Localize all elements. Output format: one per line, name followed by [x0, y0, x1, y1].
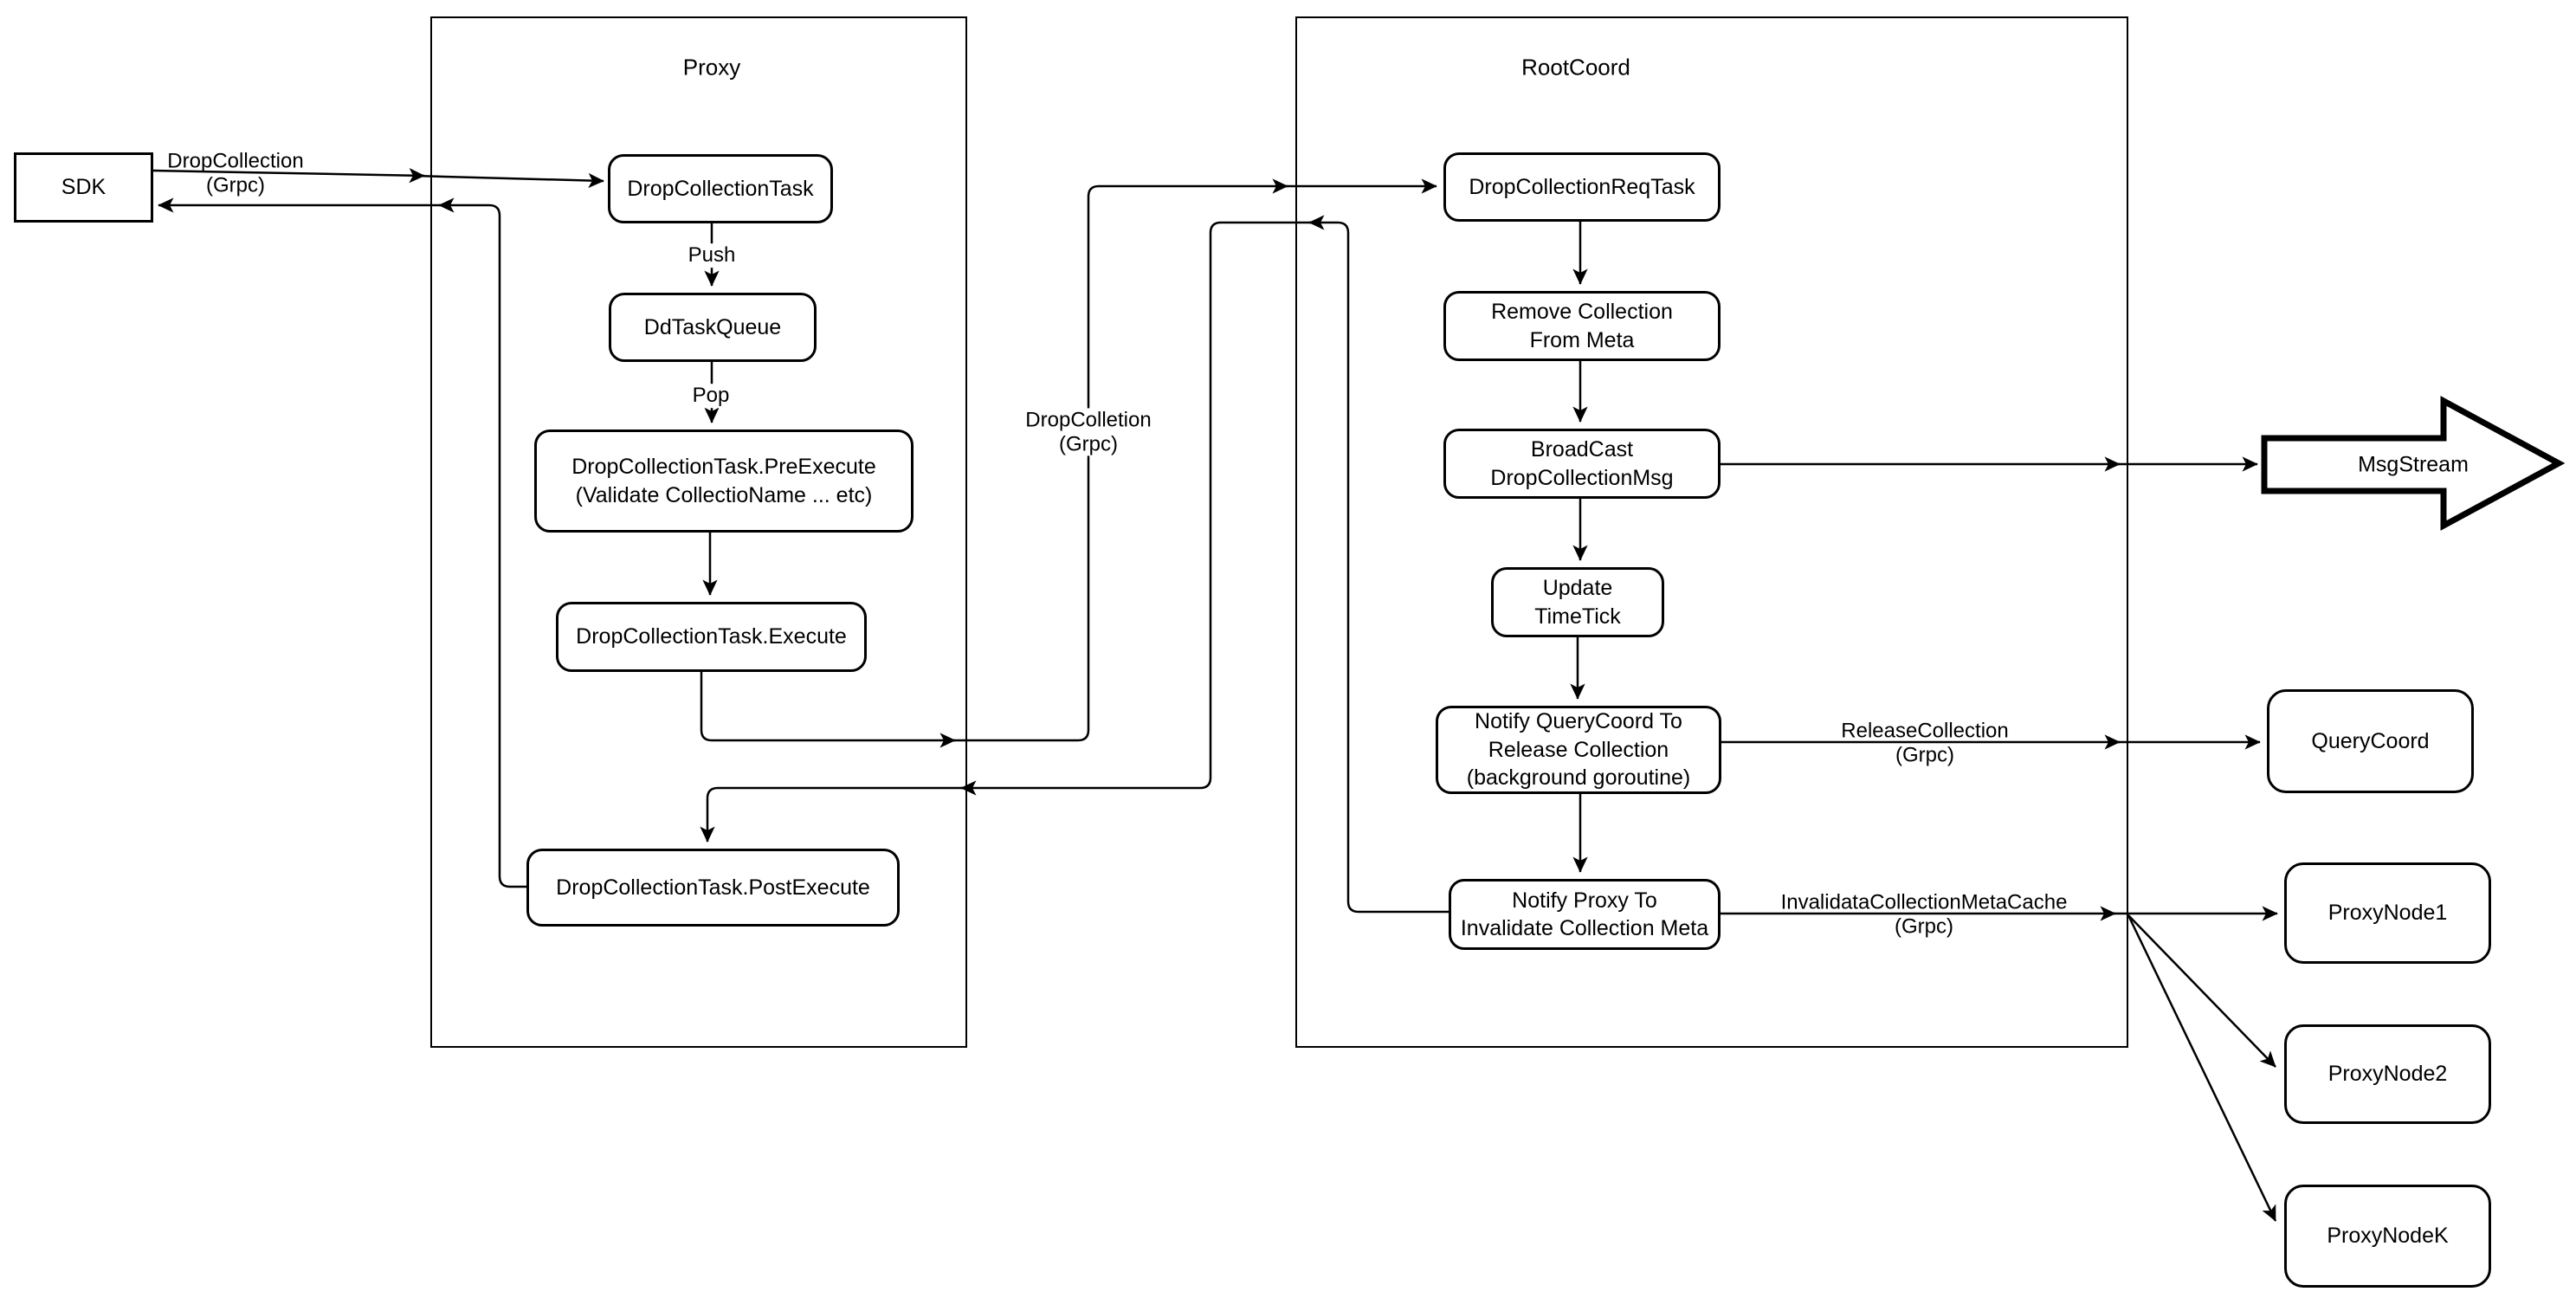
- edge-label-releasecollection-grpc: ReleaseCollection (Grpc): [1841, 719, 2009, 766]
- node-notify-querycoord: Notify QueryCoord To Release Collection …: [1436, 706, 1721, 794]
- edge-label-push: Push: [682, 243, 741, 268]
- node-pre-execute: DropCollectionTask.PreExecute (Validate …: [534, 429, 914, 533]
- node-proxynode2: ProxyNode2: [2284, 1024, 2491, 1124]
- edge-notifyproxy-to-postexec-seg3: [700, 786, 968, 843]
- node-querycoord: QueryCoord: [2267, 689, 2474, 793]
- edge-label-invalidatacollectionmetacache-grpc: InvalidataCollectionMetaCache (Grpc): [1780, 890, 2068, 938]
- node-notify-proxy: Notify Proxy To Invalidate Collection Me…: [1449, 879, 1721, 950]
- node-proxynodek: ProxyNodeK: [2284, 1185, 2491, 1288]
- edge-label-dropcollection-grpc: DropCollection (Grpc): [167, 149, 304, 197]
- node-sdk: SDK: [14, 152, 153, 223]
- proxy-container-title: Proxy: [682, 54, 741, 81]
- edge-postexec-to-sdk-seg1: [438, 197, 526, 888]
- edge-exec-to-reqtask-seg1: [700, 672, 956, 748]
- edge-label-dropcolletion-grpc: DropColletion (Grpc): [1020, 408, 1157, 456]
- node-broadcast-drop-collection-msg: BroadCast DropCollectionMsg: [1443, 429, 1721, 499]
- node-drop-collection-task: DropCollectionTask: [608, 154, 833, 223]
- edge-invalidate-to-proxynode2: [2127, 914, 2276, 1068]
- edge-exec-to-reqtask-seg2: [946, 178, 1288, 742]
- edge-notifyproxy-to-postexec-seg2: [960, 221, 1316, 796]
- edge-notifyproxy-to-postexec-seg1: [1308, 215, 1449, 914]
- msgstream-label: MsgStream: [2358, 452, 2469, 477]
- rootcoord-container-title: RootCoord: [1521, 54, 1630, 81]
- node-post-execute: DropCollectionTask.PostExecute: [526, 849, 900, 927]
- node-dd-task-queue: DdTaskQueue: [609, 293, 817, 362]
- edge-label-pop: Pop: [687, 384, 735, 408]
- edge-invalidate-to-proxynodek: [2127, 914, 2277, 1222]
- rootcoord-container: [1295, 16, 2128, 1048]
- node-update-timetick: Update TimeTick: [1491, 567, 1664, 637]
- edge-sdk-to-task-seg1: [152, 167, 425, 184]
- proxy-container: [430, 16, 967, 1048]
- node-drop-collection-req-task: DropCollectionReqTask: [1443, 152, 1721, 222]
- edge-sdk-to-task-seg2: [413, 172, 604, 189]
- node-proxynode1: ProxyNode1: [2284, 862, 2491, 964]
- node-remove-collection-from-meta: Remove Collection From Meta: [1443, 291, 1721, 361]
- node-execute: DropCollectionTask.Execute: [556, 602, 867, 672]
- msgstream-block-arrow: [2261, 396, 2566, 531]
